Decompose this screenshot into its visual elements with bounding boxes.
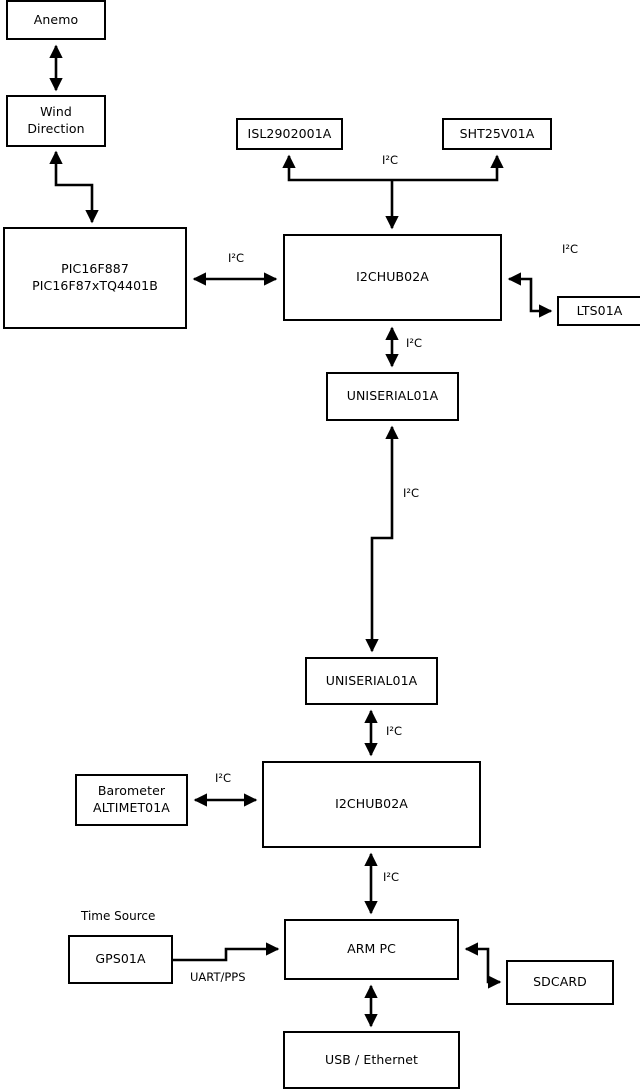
- edge-label-uart-pps: UART/PPS: [190, 970, 246, 984]
- node-i2chub02a-bottom-label: I2CHUB02A: [335, 796, 408, 812]
- edge-label-i2c-hub-armpc: I²C: [383, 870, 400, 884]
- node-sht25v01a[interactable]: SHT25V01A: [442, 118, 552, 150]
- edge-label-i2c-hub-lts: I²C: [562, 242, 579, 256]
- node-wind-direction-label: Wind Direction: [27, 104, 85, 136]
- edge-label-i2c-barometer-hub: I²C: [215, 771, 232, 785]
- edge-armpc-sdcard: [464, 942, 502, 989]
- edge-hub-lts: [507, 272, 553, 318]
- edge-label-i2c-sensor-bus: I²C: [382, 153, 399, 167]
- edge-bus-isl: [282, 154, 392, 182]
- edge-label-i2c-pic-hub: I²C: [228, 251, 245, 265]
- edge-uniserial-link: [365, 425, 399, 653]
- edge-label-i2c-uniserial-hub: I²C: [386, 724, 403, 738]
- node-isl2902001a-label: ISL2902001A: [247, 125, 332, 141]
- edge-gps-armpc: [173, 942, 280, 962]
- node-usb-ethernet-label: USB / Ethernet: [324, 1051, 419, 1067]
- node-i2chub02a-top-label: I2CHUB02A: [356, 269, 429, 285]
- node-gps01a[interactable]: GPS01A: [68, 935, 173, 984]
- node-anemo[interactable]: Anemo: [6, 0, 106, 40]
- node-sht25v01a-label: SHT25V01A: [459, 125, 535, 141]
- edge-pic-wind: [49, 150, 99, 224]
- node-usb-ethernet[interactable]: USB / Ethernet: [283, 1031, 460, 1089]
- label-time-source: Time Source: [81, 909, 156, 923]
- node-barometer-altimet01a-label: Barometer ALTIMET01A: [93, 783, 170, 815]
- edge-label-i2c-hub-uniserial: I²C: [406, 336, 423, 350]
- node-uniserial01a-upper[interactable]: UNISERIAL01A: [326, 372, 459, 421]
- node-lts01a-label: LTS01A: [576, 302, 623, 318]
- node-pic-mcu[interactable]: PIC16F887 PIC16F87xTQ4401B: [3, 227, 187, 329]
- edge-bus-sht: [392, 154, 504, 182]
- node-isl2902001a[interactable]: ISL2902001A: [236, 118, 343, 150]
- node-uniserial01a-lower-label: UNISERIAL01A: [325, 672, 418, 688]
- node-arm-pc-label: ARM PC: [347, 941, 396, 957]
- node-uniserial01a-upper-label: UNISERIAL01A: [346, 388, 439, 404]
- node-gps01a-label: GPS01A: [95, 951, 146, 967]
- node-i2chub02a-bottom[interactable]: I2CHUB02A: [262, 761, 481, 848]
- node-barometer-altimet01a[interactable]: Barometer ALTIMET01A: [75, 774, 188, 826]
- node-anemo-label: Anemo: [33, 11, 79, 27]
- node-i2chub02a-top[interactable]: I2CHUB02A: [283, 234, 502, 321]
- edge-label-i2c-uniserial-link: I²C: [403, 486, 420, 500]
- node-pic-mcu-label: PIC16F887 PIC16F87xTQ4401B: [32, 261, 158, 293]
- node-wind-direction[interactable]: Wind Direction: [6, 95, 106, 147]
- node-arm-pc[interactable]: ARM PC: [284, 919, 459, 980]
- node-lts01a[interactable]: LTS01A: [557, 296, 640, 326]
- node-sdcard[interactable]: SDCARD: [506, 960, 614, 1005]
- node-sdcard-label: SDCARD: [533, 974, 587, 990]
- node-uniserial01a-lower[interactable]: UNISERIAL01A: [305, 657, 438, 705]
